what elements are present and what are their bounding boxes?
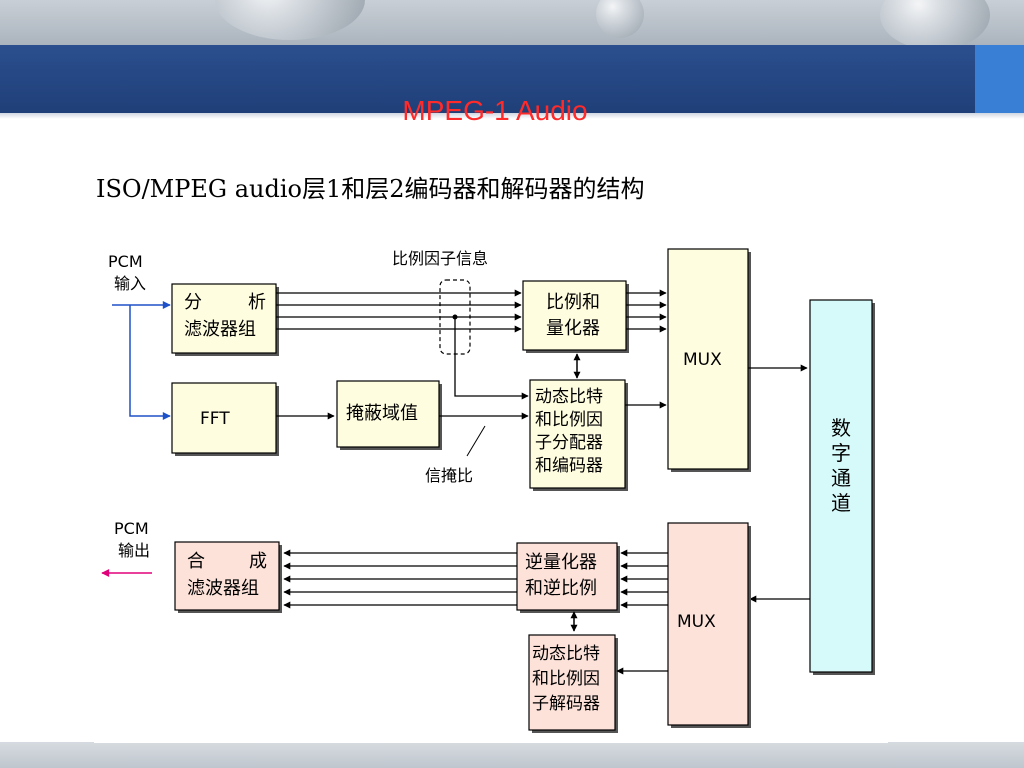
footer-band — [0, 742, 1024, 768]
analysis-filterbank-label: 析 — [248, 292, 266, 313]
fft-label: FFT — [200, 409, 230, 429]
input-arrows — [112, 301, 171, 420]
mux-encoder-label: MUX — [683, 350, 722, 370]
analysis-filterbank-label: 分 — [184, 292, 202, 313]
bit-allocator-block — [529, 379, 626, 489]
masking-threshold-label: 掩蔽域值 — [346, 403, 418, 424]
banner-accent — [975, 45, 1024, 113]
decorative-bubble — [215, 0, 365, 40]
bit-decoder-block — [528, 634, 616, 731]
scale-factor-info-label: 比例因子信息 — [392, 249, 488, 268]
scale-factor-path — [454, 317, 529, 400]
analysis-filterbank-label: 滤波器组 — [184, 319, 256, 340]
quantizer-label: 比例和 — [546, 292, 600, 313]
header-background — [0, 0, 1024, 48]
bit-allocator-label: 和比例因 — [535, 410, 603, 430]
slide-title: MPEG-1 Audio — [402, 95, 588, 126]
banner-shadow — [0, 113, 1024, 119]
smr-label: 信掩比 — [425, 466, 473, 485]
digital-channel-label: 字 — [831, 441, 851, 465]
bit-decoder-label: 和比例因 — [532, 669, 600, 689]
digital-channel-label: 数 — [831, 416, 851, 440]
dequantizer-to-synthesis-lines — [283, 549, 517, 609]
dequantizer-block — [516, 542, 618, 611]
bit-decoder-label: 子解码器 — [532, 694, 600, 714]
title-banner — [0, 45, 1024, 113]
slide-subtitle: ISO/MPEG audio层1和层2编码器和解码器的结构 — [96, 175, 645, 203]
pcm-output-label: PCM — [114, 519, 149, 538]
smr-pointer — [466, 425, 486, 457]
digital-channel-label: 通 — [831, 466, 851, 490]
analysis-filterbank-block — [171, 283, 277, 354]
codec-diagram: PCM 输入 比例因子信息 分 析 滤波器组 比例和 量化器 FFT 掩蔽域值 — [94, 238, 888, 743]
synthesis-filterbank-label: 合 — [187, 551, 205, 572]
bit-decoder-label: 动态比特 — [532, 644, 600, 664]
mux-to-dequantizer-lines — [620, 549, 668, 609]
dequantizer-label: 和逆比例 — [525, 578, 597, 599]
quantizer-to-mux-lines — [626, 289, 667, 333]
bit-allocator-label: 子分配器 — [535, 433, 603, 453]
digital-channel-label: 道 — [831, 491, 851, 515]
digital-channel-block — [809, 299, 873, 673]
masking-threshold-block — [336, 380, 440, 448]
dequantizer-label: 逆量化器 — [525, 552, 597, 573]
codec-diagram-svg: PCM 输入 比例因子信息 分 析 滤波器组 比例和 量化器 FFT 掩蔽域值 — [101, 248, 875, 733]
decorative-bubble — [880, 0, 990, 48]
quantizer-label: 量化器 — [546, 318, 600, 339]
synthesis-filterbank-block — [174, 541, 280, 611]
synthesis-filterbank-label: 成 — [249, 551, 267, 572]
fft-block — [171, 382, 277, 454]
bit-allocator-label: 动态比特 — [535, 387, 603, 407]
mux-decoder-block — [667, 522, 749, 726]
bit-allocator-label: 和编码器 — [535, 456, 603, 476]
quantizer-block — [522, 280, 627, 351]
mux-decoder-label: MUX — [677, 612, 716, 632]
synthesis-filterbank-label: 滤波器组 — [187, 578, 259, 599]
mux-encoder-block — [667, 248, 749, 470]
pcm-input-label: PCM — [108, 252, 143, 271]
pcm-output-label-cn: 输出 — [118, 541, 150, 560]
subband-lines — [276, 289, 522, 333]
pcm-input-label-cn: 输入 — [114, 274, 146, 293]
decorative-bubble — [596, 0, 644, 38]
